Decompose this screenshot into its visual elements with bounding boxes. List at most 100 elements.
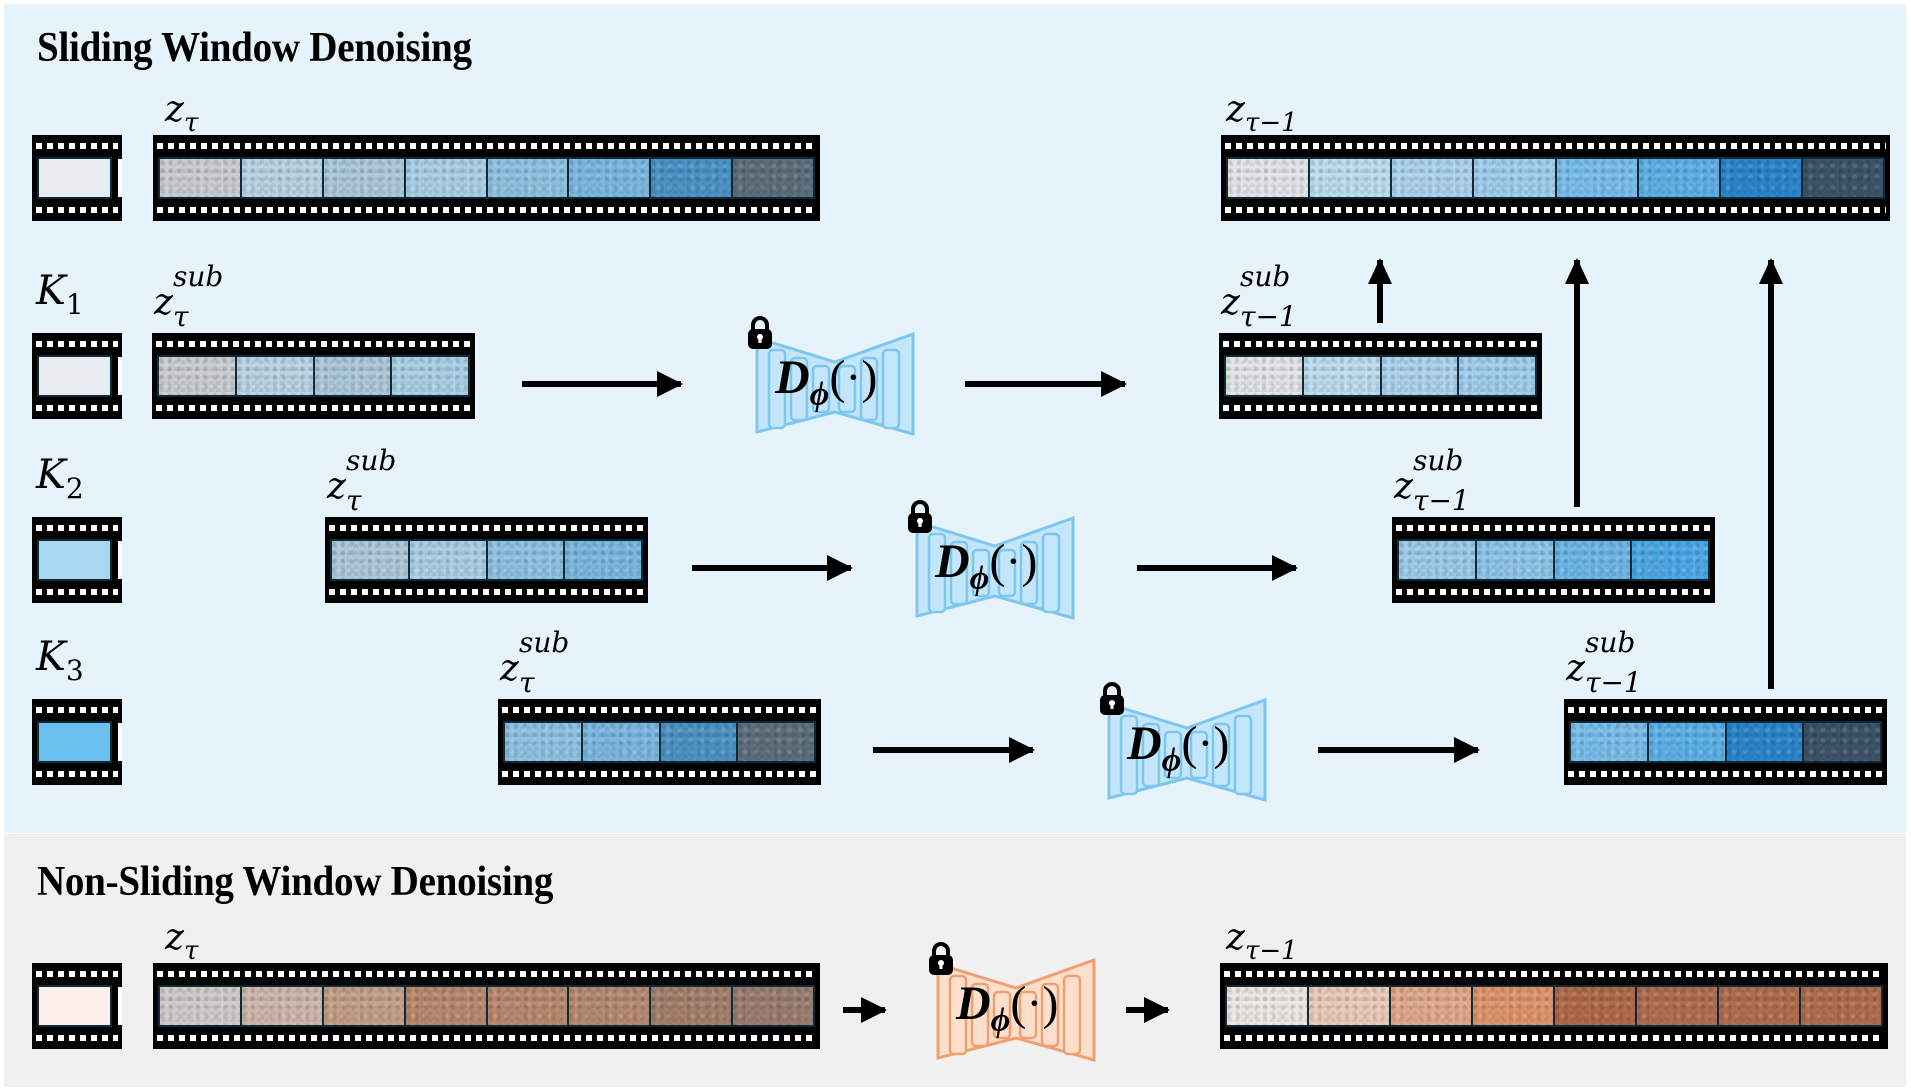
key-frame-strip-k2 — [32, 517, 122, 603]
window-label-k2: K2 — [36, 452, 84, 503]
latent-frame — [738, 723, 814, 761]
film-frames — [37, 721, 112, 763]
film-perforations-bottom — [1224, 1035, 1884, 1041]
latent-frame — [660, 723, 737, 761]
film-frames — [1226, 157, 1885, 199]
latent-frame — [651, 159, 732, 197]
label-scripts: sub τ — [173, 263, 223, 331]
unet-shape — [755, 332, 915, 436]
label-z-tau-minus-1-nonsliding: zτ−1 — [1226, 920, 1298, 965]
label-subscript: τ — [172, 300, 189, 333]
arrow-merge-k3 — [1759, 258, 1783, 689]
latent-frame — [1473, 987, 1553, 1025]
lock-icon — [907, 500, 933, 534]
film-perforations-bottom — [1223, 405, 1538, 411]
unet-layer — [789, 356, 809, 422]
arrow-merge-k2 — [1565, 258, 1589, 507]
film-frames — [37, 539, 112, 581]
film-frames — [1569, 721, 1882, 763]
label-base: z — [500, 648, 519, 689]
latent-frame — [1392, 159, 1473, 197]
latent-frame — [487, 541, 564, 579]
arrow-from-denoiser-nonsliding — [1126, 997, 1170, 1023]
arrow-to-denoiser-k1 — [522, 371, 683, 397]
film-perforations-bottom — [36, 1035, 118, 1041]
latent-frame — [1309, 987, 1389, 1025]
film-frames — [1225, 985, 1883, 1027]
window-label-k1: K1 — [36, 271, 84, 319]
latent-frame — [1381, 357, 1458, 395]
arrow-to-denoiser-k2 — [692, 555, 853, 581]
latent-frame — [733, 159, 813, 197]
denoiser-argument: (·) — [1010, 977, 1059, 1030]
denoiser-symbol: D — [956, 977, 991, 1030]
unet-layer — [997, 548, 1017, 598]
latent-frame — [39, 357, 110, 395]
denoiser-subscript: ϕ — [990, 1002, 1011, 1039]
latent-frame — [39, 987, 110, 1025]
film-frames — [158, 157, 815, 199]
lock-icon — [1099, 682, 1125, 716]
film-perforations-top — [1224, 971, 1884, 977]
unet-layer — [992, 990, 1012, 1040]
latent-frame — [323, 987, 404, 1025]
unet-layer — [767, 348, 787, 430]
label-z-tau-nonsliding: zτ — [165, 920, 198, 965]
denoiser-symbol: D — [935, 535, 970, 588]
arrow-from-denoiser-k3 — [1318, 737, 1480, 763]
film-notch — [118, 357, 122, 395]
film-perforations-top — [36, 525, 118, 531]
latent-frame — [409, 541, 486, 579]
unet-layer — [1040, 982, 1060, 1048]
latent-frame — [1226, 357, 1302, 395]
film-perforations-top — [36, 707, 118, 713]
window-input-strip-k2 — [325, 517, 648, 603]
latent-frame — [1632, 541, 1708, 579]
window-input-strip-k1 — [152, 333, 475, 419]
unet-layer — [948, 974, 968, 1056]
latent-frame — [1726, 723, 1803, 761]
film-frames — [158, 985, 815, 1027]
window-output-strip-k1 — [1219, 333, 1542, 419]
window-output-strip-k2 — [1392, 517, 1715, 603]
label-subscript: τ−1 — [1244, 108, 1298, 138]
film-perforations-top — [156, 341, 471, 347]
label-base: z — [154, 282, 173, 323]
latent-frame — [332, 541, 408, 579]
film-frames — [1397, 539, 1710, 581]
label-z-tau-minus-1: zτ−1 — [1226, 92, 1298, 137]
unet-shape — [915, 516, 1075, 620]
label-subscript: τ−1 — [1584, 666, 1642, 699]
latent-frame — [1310, 159, 1391, 197]
key-frame-strip-top — [32, 135, 122, 221]
film-notch — [118, 159, 122, 197]
latent-frame — [160, 159, 240, 197]
label-superscript: sub — [172, 260, 224, 293]
label-superscript: sub — [518, 626, 570, 659]
unet-layer — [859, 356, 879, 422]
window-output-strip-k3 — [1564, 699, 1887, 785]
arrow-to-denoiser-k3 — [873, 737, 1035, 763]
latent-frame — [1571, 723, 1647, 761]
non-sliding-window-title: Non-Sliding Window Denoising — [37, 859, 554, 905]
denoiser-argument: (·) — [829, 351, 878, 404]
latent-frame — [505, 723, 581, 761]
unet-layer — [811, 364, 831, 414]
window-label-k3: K3 — [36, 637, 84, 685]
label-subscript: τ−1 — [1412, 484, 1470, 517]
label-subscript: τ — [183, 936, 199, 966]
film-perforations-bottom — [36, 771, 118, 777]
window-label-base: K — [36, 452, 66, 498]
label-base: z — [1394, 466, 1413, 507]
latent-strip-z-tau — [153, 135, 820, 221]
film-perforations-top — [329, 525, 644, 531]
latent-frame — [1391, 987, 1471, 1025]
denoiser-k1: Dϕ(·) — [748, 316, 915, 436]
film-frames — [503, 721, 816, 763]
window-label-index: 3 — [65, 654, 84, 687]
